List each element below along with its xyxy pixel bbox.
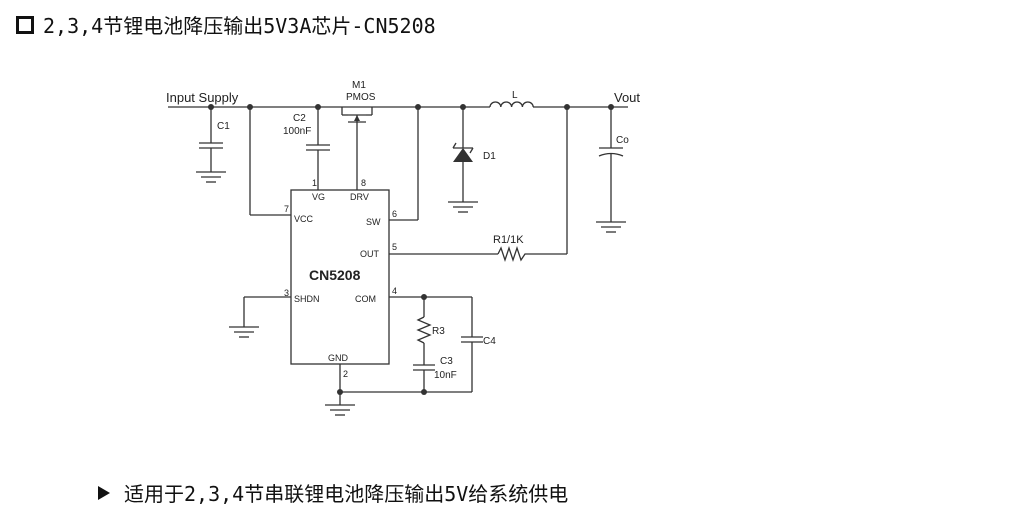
inductor-l: [489, 101, 534, 108]
ground-symbol-co: [596, 221, 626, 233]
c1-label: C1: [217, 121, 230, 132]
pin-out-label: OUT: [360, 249, 380, 259]
m1-pmos-transistor: [341, 107, 373, 190]
ground-symbol-c1: [196, 171, 226, 183]
c4-label: C4: [483, 336, 496, 347]
feature-bullet: 适用于2,3,4节串联锂电池降压输出5V给系统供电: [98, 478, 568, 507]
ground-symbol-shdn: [229, 326, 259, 338]
pin-vg-label: VG: [312, 192, 325, 202]
junction-dot: [247, 104, 253, 110]
page-heading: 2,3,4节锂电池降压输出5V3A芯片-CN5208: [16, 10, 436, 39]
pin-sw-number: 6: [392, 209, 397, 219]
pin-com-label: COM: [355, 294, 376, 304]
arrow-bullet-icon: [98, 485, 110, 500]
c1-capacitor: [199, 107, 223, 172]
heading-text: 2,3,4节锂电池降压输出5V3A芯片-CN5208: [43, 14, 436, 38]
junction-dot: [208, 104, 214, 110]
c3-label: C3: [440, 356, 453, 367]
d1-diode: [452, 107, 474, 202]
co-label: Co: [616, 135, 629, 146]
junction-dot: [337, 389, 343, 395]
c2-label: C2: [293, 113, 306, 124]
pin-drv-label: DRV: [350, 192, 369, 202]
chip-name: CN5208: [309, 267, 361, 283]
pin-sw-label: SW: [366, 217, 381, 227]
pin-gnd-label: GND: [328, 353, 349, 363]
c2-value: 100nF: [283, 126, 311, 137]
r3-label: R3: [432, 326, 445, 337]
pin-gnd-number: 2: [343, 369, 348, 379]
r1-resistor: [497, 245, 528, 263]
pin-shdn-label: SHDN: [294, 294, 320, 304]
feature-text: 适用于2,3,4节串联锂电池降压输出5V给系统供电: [124, 482, 569, 506]
pin-out-number: 5: [392, 242, 397, 252]
pin-drv-number: 8: [361, 178, 366, 188]
m1-type: PMOS: [346, 92, 376, 103]
r3-resistor: [416, 316, 432, 344]
r1-label: R1/1K: [493, 234, 524, 246]
input-supply-label: Input Supply: [166, 90, 239, 105]
inductor-label: L: [512, 90, 518, 101]
ground-symbol-gnd: [325, 404, 355, 416]
co-capacitor: [598, 107, 624, 222]
pin-shdn-number: 3: [284, 288, 289, 298]
c2-capacitor: [306, 107, 330, 190]
c3-value: 10nF: [434, 370, 457, 381]
pin-vcc-number: 7: [284, 204, 289, 214]
pin-vg-number: 1: [312, 178, 317, 188]
vout-label: Vout: [614, 90, 640, 105]
junction-dot: [421, 389, 427, 395]
m1-label: M1: [352, 80, 366, 91]
d1-label: D1: [483, 151, 496, 162]
ground-symbol-d1: [448, 201, 478, 213]
junction-dot: [315, 104, 321, 110]
pin-vcc-label: VCC: [294, 214, 314, 224]
pin-com-number: 4: [392, 286, 397, 296]
square-bullet-icon: [16, 15, 34, 34]
